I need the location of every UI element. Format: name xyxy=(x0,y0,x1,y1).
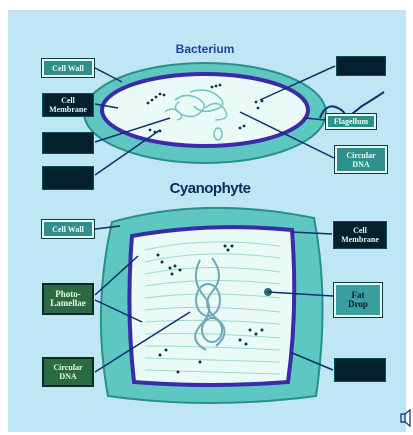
cyanophyte-label-fat-drop: Fat Drop xyxy=(334,283,382,317)
cyanophyte-label-circular-dna: Circular DNA xyxy=(42,357,94,387)
cyanophyte-title: Cyanophyte xyxy=(150,180,270,197)
bacterium-label-cell-membrane: Cell Membrane xyxy=(42,93,94,117)
corner-speaker-icon xyxy=(401,410,410,426)
bacterium-label-blank-2 xyxy=(42,166,94,190)
cyanophyte-label-blank xyxy=(334,358,386,382)
bacterium-label-blank-3 xyxy=(336,56,386,76)
bacterium-label-flagellum: Flagellum xyxy=(326,114,376,129)
bacterium-label-circular-dna: Circular DNA xyxy=(335,146,387,173)
cyanophyte-cell xyxy=(95,208,333,403)
bacterium-title: Bacterium xyxy=(150,42,260,56)
bacterium-cell-membrane xyxy=(102,74,308,146)
bacterium-label-cell-wall: Cell Wall xyxy=(42,59,94,77)
cyanophyte-label-cell-membrane: Cell Membrane xyxy=(333,221,387,249)
cyanophyte-label-cell-wall: Cell Wall xyxy=(42,220,94,238)
cyanophyte-label-photo-lamellae: Photo- Lamellae xyxy=(42,283,94,315)
bacterium-label-blank-1 xyxy=(42,132,94,154)
